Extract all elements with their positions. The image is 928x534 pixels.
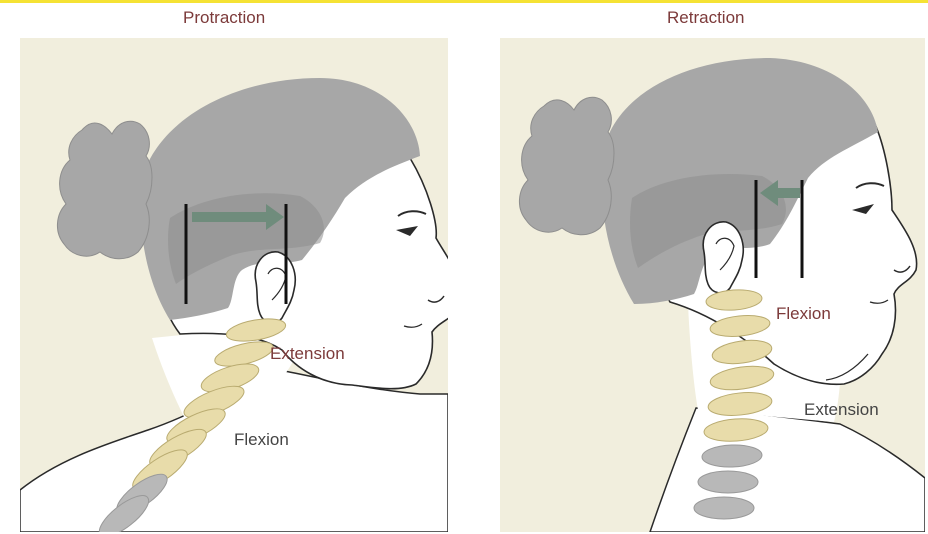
protraction-panel: Extension Flexion [20,38,448,532]
hair-bun [57,120,153,260]
ear-inner [715,237,735,271]
eyebrow [397,210,427,217]
eye [852,204,874,214]
retraction-illustration [500,38,925,532]
hair-bun [519,96,615,236]
cervical-spine [693,289,775,520]
forward-arrow-icon [192,204,284,230]
label-extension-protraction: Extension [270,344,345,363]
mouth [403,323,423,328]
retraction-panel: Flexion Extension [500,38,925,532]
double-chin [825,353,869,381]
mouth [869,299,889,304]
panel-title-retraction: Retraction [667,8,745,27]
eye [396,226,418,236]
eyebrow [855,182,885,189]
protraction-illustration [20,38,448,532]
nostril [427,295,445,303]
label-flexion-protraction: Flexion [234,430,289,449]
label-extension-retraction: Extension [804,400,879,419]
backward-arrow-icon [760,180,800,206]
label-flexion-retraction: Flexion [776,304,831,323]
panel-title-protraction: Protraction [183,8,266,27]
top-border-strip [0,0,928,3]
ear [702,221,744,294]
cervical-spine [98,318,287,532]
hair-shade [630,174,786,268]
nostril [893,265,911,273]
